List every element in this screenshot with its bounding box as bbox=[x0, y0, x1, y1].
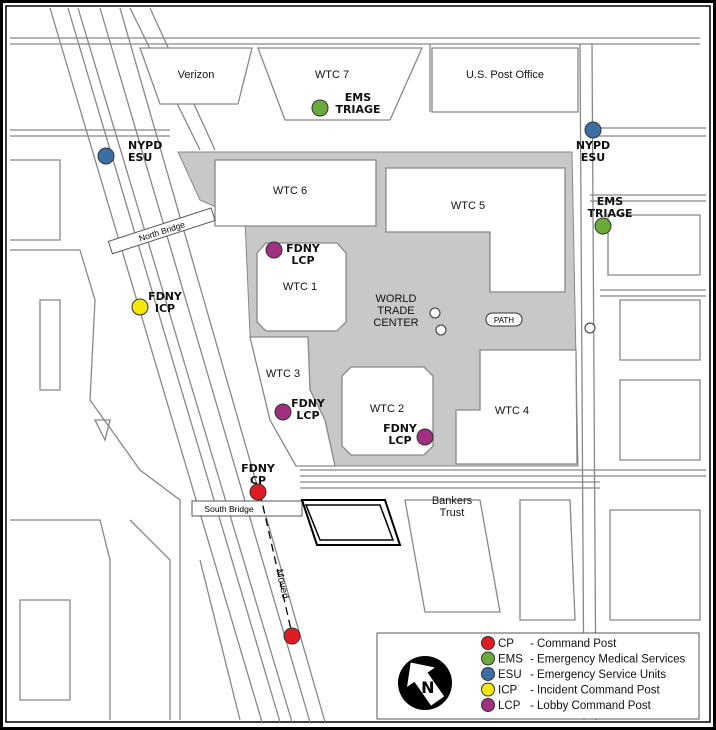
legend-item: LCP - Lobby Command Post bbox=[481, 698, 652, 712]
marker-layer: EMSTRIAGENYPDESUNYPDESUEMSTRIAGEFDNYLCPF… bbox=[97, 91, 633, 645]
legend-swatch bbox=[481, 698, 495, 712]
verizon-building bbox=[139, 47, 253, 105]
marker-label: LCP bbox=[388, 434, 411, 447]
marker-label: TRIAGE bbox=[587, 207, 632, 220]
marker-label: CP bbox=[250, 474, 266, 487]
legend-swatch bbox=[481, 636, 495, 650]
plaza-circle bbox=[584, 322, 596, 334]
wtc1-building bbox=[256, 242, 347, 332]
marker-cp-moved bbox=[283, 627, 301, 645]
moved-arrow-path bbox=[259, 492, 293, 635]
path-label: PATH bbox=[494, 316, 514, 325]
marker-label: FDNY bbox=[286, 242, 321, 255]
marker-label: ICP bbox=[155, 302, 175, 315]
plaza-circle bbox=[429, 307, 441, 319]
wtc5-building bbox=[385, 167, 566, 293]
marker-label: FDNY bbox=[148, 290, 183, 303]
marker-dot bbox=[131, 298, 149, 316]
legend-item: EMS - Emergency Medical Services bbox=[481, 651, 686, 666]
legend-item: ICP - Incident Command Post bbox=[481, 682, 661, 697]
wtc6-label: WTC 6 bbox=[273, 185, 307, 197]
wtc6-building bbox=[214, 159, 377, 227]
legend-label: - Emergency Medical Services bbox=[530, 654, 686, 666]
wtc5-label: WTC 5 bbox=[451, 200, 485, 212]
wtc2-label: WTC 2 bbox=[370, 403, 404, 415]
bankers-label-line2: Trust bbox=[440, 507, 465, 519]
wtc7-building bbox=[257, 47, 424, 121]
post-office-building bbox=[431, 47, 579, 113]
compass-letter: N bbox=[421, 678, 434, 697]
legend-swatch bbox=[481, 682, 495, 697]
parking-structure-inner bbox=[304, 504, 395, 541]
legend-label: - Emergency Service Units bbox=[530, 669, 666, 681]
legend-item: CP - Command Post bbox=[481, 636, 617, 650]
marker-label: ESU bbox=[128, 151, 152, 164]
legend-code: CP bbox=[498, 638, 514, 650]
legend-code: ICP bbox=[498, 685, 518, 697]
legend-code: ESU bbox=[498, 669, 522, 681]
wtc3-building bbox=[249, 336, 336, 467]
parking-structure bbox=[300, 499, 402, 546]
marker-label: FDNY bbox=[383, 422, 418, 435]
marker-dot bbox=[594, 217, 612, 235]
post-office-label: U.S. Post Office bbox=[466, 69, 544, 81]
legend-label: - Lobby Command Post bbox=[530, 700, 652, 712]
wtc-label-line3: CENTER bbox=[373, 317, 418, 329]
legend-label: - Incident Command Post bbox=[530, 685, 661, 697]
verizon-label: Verizon bbox=[178, 69, 215, 81]
marker-dot bbox=[274, 403, 292, 421]
marker-dot bbox=[265, 241, 283, 259]
bankers-trust-building bbox=[404, 499, 501, 613]
north-compass-icon: N bbox=[398, 656, 452, 710]
south-bridge-label: South Bridge bbox=[204, 504, 253, 514]
path-station bbox=[485, 312, 523, 327]
wtc-label-line1: WORLD bbox=[376, 293, 417, 305]
legend-label: - Command Post bbox=[530, 638, 617, 650]
wtc2-building bbox=[341, 366, 434, 456]
marker-label: TRIAGE bbox=[335, 103, 380, 116]
bankers-label-line1: Bankers bbox=[432, 495, 473, 507]
marker-label: EMS bbox=[345, 91, 371, 104]
marker-label: EMS bbox=[597, 195, 623, 208]
legend-code: LCP bbox=[498, 700, 521, 712]
marker-dot bbox=[97, 147, 115, 165]
legend-code: EMS bbox=[498, 654, 523, 666]
legend-item: ESU - Emergency Service Units bbox=[481, 667, 666, 681]
marker-label: NYPD bbox=[128, 139, 162, 152]
legend-swatch bbox=[481, 651, 495, 666]
marker-label: LCP bbox=[291, 254, 314, 267]
wtc3-label: WTC 3 bbox=[266, 368, 300, 380]
wtc1-label: WTC 1 bbox=[283, 281, 317, 293]
marker-dot bbox=[416, 428, 434, 446]
marker-label: LCP bbox=[296, 409, 319, 422]
marker-label: NYPD bbox=[576, 139, 610, 152]
south-bridge: South Bridge bbox=[191, 500, 303, 517]
marker-dot bbox=[584, 121, 602, 139]
marker-label: FDNY bbox=[291, 397, 326, 410]
marker-dot bbox=[311, 99, 329, 117]
wtc4-label: WTC 4 bbox=[495, 405, 529, 417]
wtc7-label: WTC 7 bbox=[315, 69, 349, 81]
marker-label: FDNY bbox=[241, 462, 276, 475]
marker-label: ESU bbox=[581, 151, 605, 164]
wtc4-building bbox=[455, 349, 578, 465]
legend-swatch bbox=[481, 667, 495, 681]
marker-dot bbox=[249, 483, 267, 501]
plaza-circle bbox=[435, 324, 447, 336]
wtc-label-line2: TRADE bbox=[377, 305, 414, 317]
map-inner-frame bbox=[5, 5, 711, 723]
